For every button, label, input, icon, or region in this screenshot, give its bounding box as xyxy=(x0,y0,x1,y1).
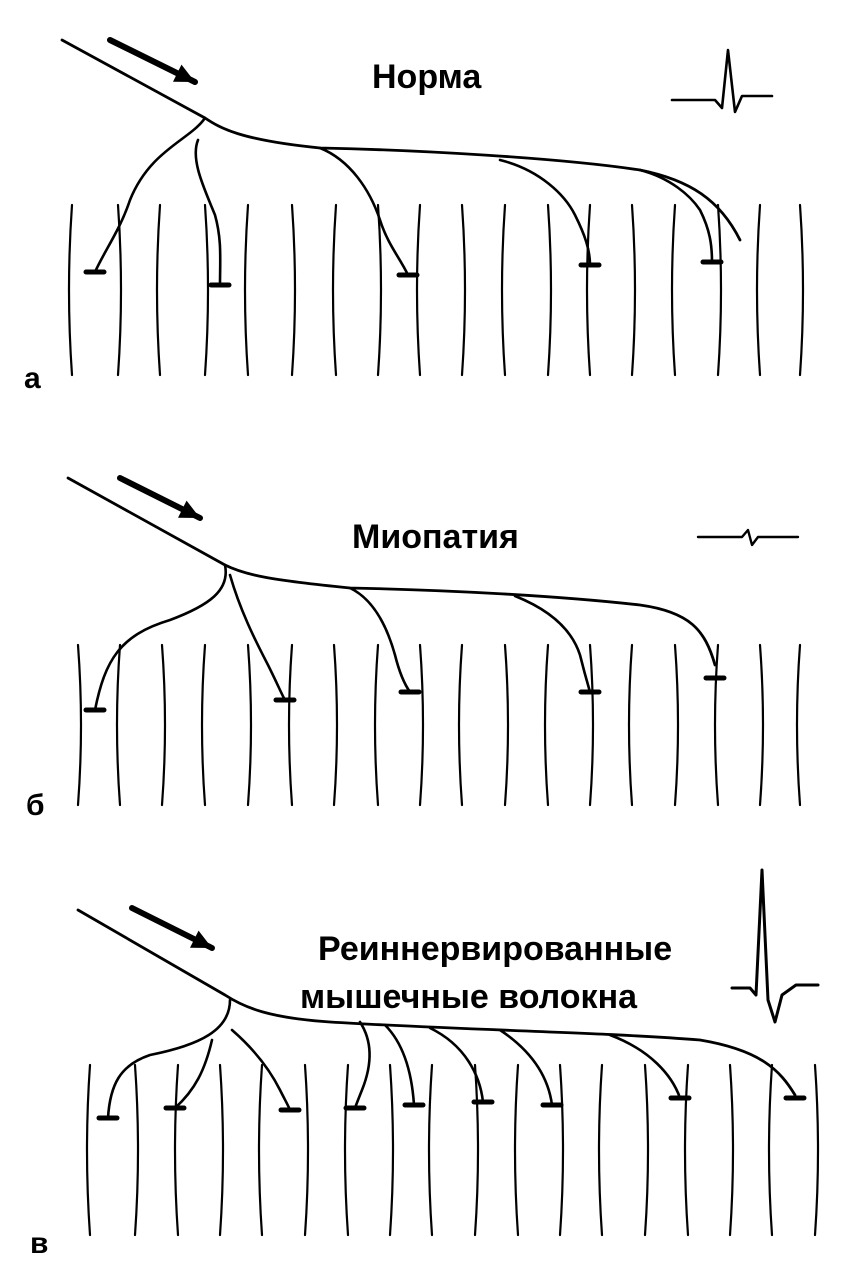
muscle-fiber xyxy=(155,203,162,377)
muscle-fiber xyxy=(116,203,123,377)
muscle-fiber xyxy=(457,643,464,807)
nerve-branch xyxy=(93,116,207,274)
muscle-fiber xyxy=(585,203,592,377)
muscle-fiber xyxy=(415,203,422,377)
muscle-fiber xyxy=(303,1063,310,1237)
panel-letter: в xyxy=(30,1227,48,1260)
muscle-fiber xyxy=(85,1063,92,1237)
panel-title: Норма xyxy=(372,58,482,96)
potential-trace xyxy=(696,528,800,547)
muscle-fiber xyxy=(332,643,339,807)
nerve-branch xyxy=(93,563,228,712)
panel-title-line2: мышечные волокна xyxy=(300,978,638,1016)
muscle-fiber xyxy=(173,1063,180,1237)
nerve-branch xyxy=(383,1023,416,1107)
muscle-fiber xyxy=(500,203,507,377)
muscle-fiber xyxy=(543,643,550,807)
muscle-fiber xyxy=(373,643,380,807)
muscle-fiber xyxy=(627,643,634,807)
muscle-fiber xyxy=(290,203,297,377)
muscle-fiber xyxy=(683,1063,690,1237)
axon xyxy=(60,38,742,242)
muscle-fiber xyxy=(755,203,762,377)
muscle-fiber xyxy=(473,1063,480,1237)
muscle-fiber xyxy=(200,643,207,807)
muscle-fiber xyxy=(243,203,250,377)
nerve-branch xyxy=(498,1028,554,1107)
panel-letter: б xyxy=(26,789,45,822)
muscle-fiber xyxy=(343,1063,350,1237)
nerve-branch xyxy=(428,1026,485,1104)
muscle-fiber xyxy=(376,203,383,377)
nerve-branch xyxy=(498,158,592,267)
muscle-fiber xyxy=(418,643,425,807)
muscle-fiber xyxy=(798,203,805,377)
muscle-fiber xyxy=(67,203,74,377)
muscle-fiber xyxy=(630,203,637,377)
muscle-fiber xyxy=(133,1063,140,1237)
muscle-fiber xyxy=(388,1063,395,1237)
muscle-fiber xyxy=(643,1063,650,1237)
axon xyxy=(76,908,797,1097)
nerve-branch xyxy=(353,1020,371,1110)
arrow-head xyxy=(173,64,195,82)
muscle-fiber xyxy=(713,643,720,807)
muscle-fiber xyxy=(588,643,595,807)
axon xyxy=(66,476,717,667)
muscle-fiber xyxy=(427,1063,434,1237)
nerve-branch xyxy=(173,1038,214,1110)
muscle-fiber xyxy=(76,643,83,807)
nerve-branch xyxy=(318,146,410,277)
panel-letter: а xyxy=(24,362,41,395)
muscle-fiber xyxy=(767,1063,774,1237)
muscle-fiber xyxy=(813,1063,820,1237)
muscle-fiber xyxy=(673,643,680,807)
muscle-fiber xyxy=(257,1063,264,1237)
muscle-fiber xyxy=(795,643,802,807)
panel-b-myopathy: Миопатия б xyxy=(26,475,802,822)
muscle-fiber xyxy=(287,643,294,807)
nerve-branch xyxy=(106,998,232,1120)
muscle-fiber xyxy=(597,1063,604,1237)
potential-trace xyxy=(730,868,820,1024)
muscle-fiber xyxy=(331,203,338,377)
muscle-fiber xyxy=(716,203,723,377)
panel-a-normal: Норма а xyxy=(24,37,805,395)
muscle-fiber xyxy=(546,203,553,377)
muscle-fiber xyxy=(670,203,677,377)
panel-title: Реиннервированные xyxy=(318,930,672,968)
muscle-fiber xyxy=(558,1063,565,1237)
nerve-branch xyxy=(513,594,592,694)
muscle-fiber xyxy=(160,643,167,807)
panel-c-reinnervated: Реиннервированные мышечные волокна в xyxy=(30,868,820,1260)
arrow-head xyxy=(178,500,200,518)
muscle-fiber xyxy=(758,643,765,807)
nerve-branch xyxy=(608,1033,682,1100)
muscle-fiber xyxy=(218,1063,225,1237)
nerve-branch xyxy=(228,573,287,702)
panel-title: Миопатия xyxy=(352,518,519,556)
muscle-fiber xyxy=(728,1063,735,1237)
muscle-fiber xyxy=(115,643,122,807)
nerve-branch xyxy=(638,168,714,264)
muscle-fiber xyxy=(460,203,467,377)
muscle-fiber xyxy=(503,643,510,807)
muscle-fiber xyxy=(246,643,253,807)
muscle-fiber xyxy=(203,203,210,377)
nerve-branch xyxy=(230,1028,292,1112)
muscle-fiber xyxy=(513,1063,520,1237)
arrow-head xyxy=(190,930,212,948)
nerve-branch xyxy=(348,586,412,694)
nerve-branch xyxy=(194,138,222,287)
potential-trace xyxy=(670,48,774,114)
